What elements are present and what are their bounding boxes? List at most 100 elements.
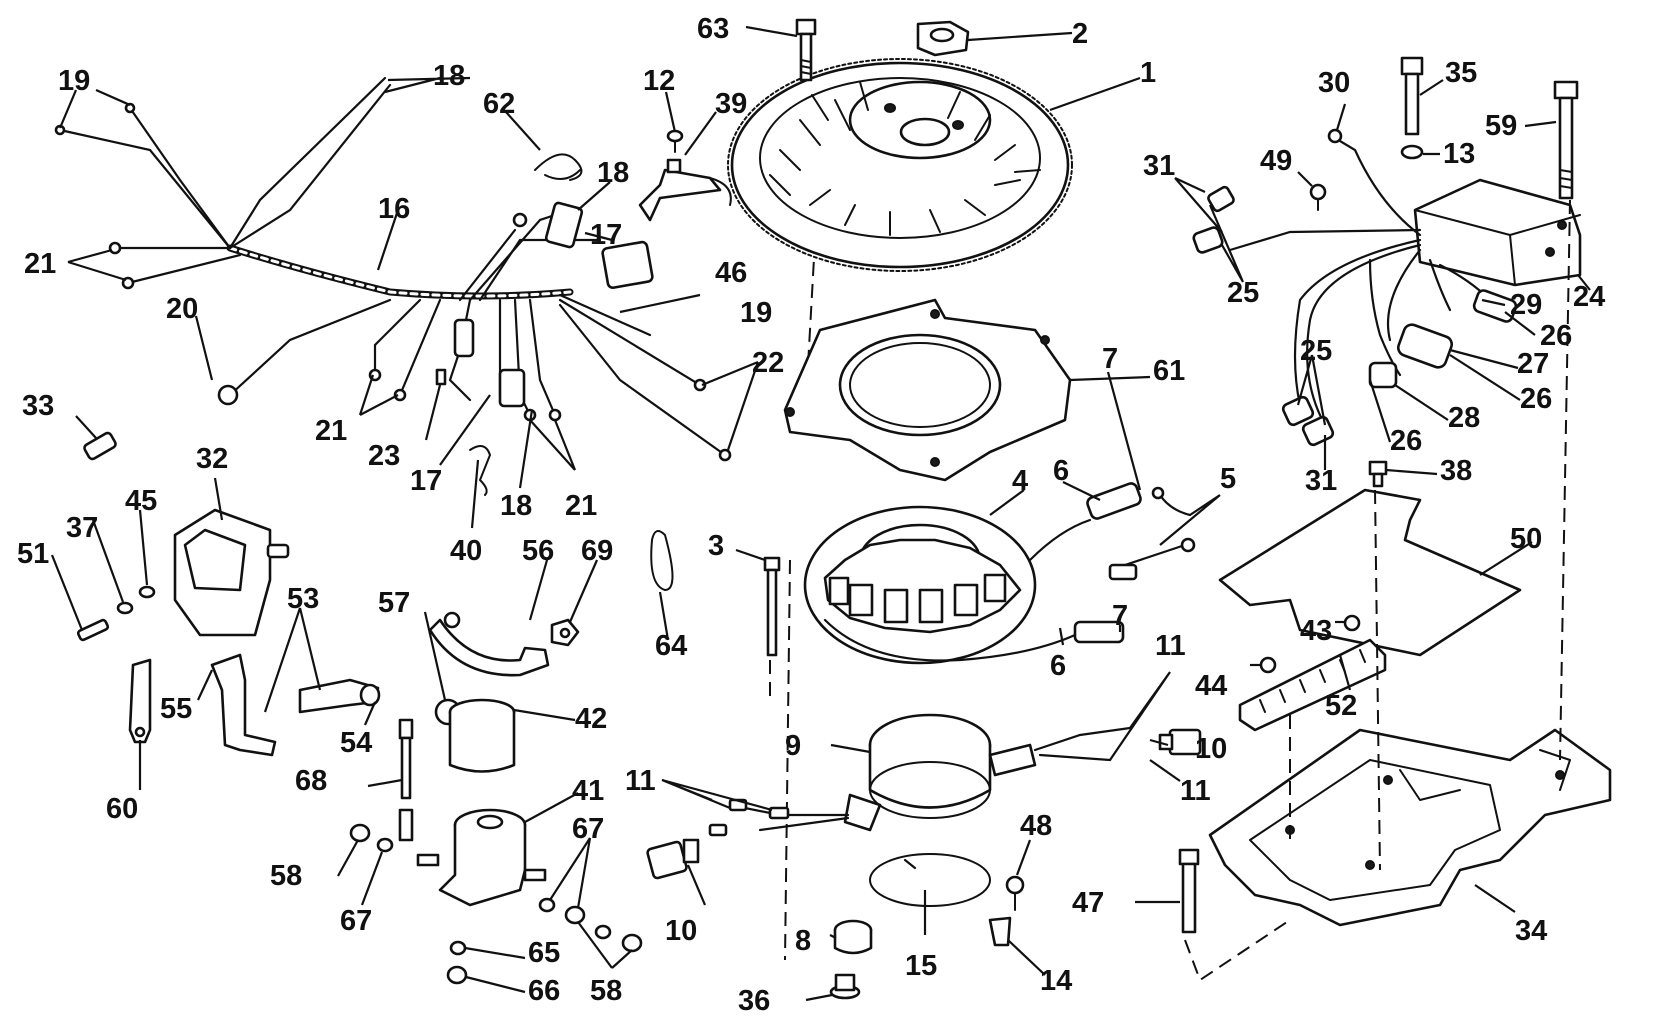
callout-29: 29 xyxy=(1510,289,1542,321)
screw-48 xyxy=(1005,875,1025,911)
callout-37: 37 xyxy=(66,512,98,544)
power-pack-wiring xyxy=(1192,128,1518,447)
callout-16: 16 xyxy=(378,193,410,225)
callout-25-mid: 25 xyxy=(1300,335,1332,367)
starter-solenoid-41 xyxy=(398,808,547,907)
callout-8: 8 xyxy=(795,925,811,957)
washer-13 xyxy=(1400,144,1424,160)
clamp-46 xyxy=(638,158,732,222)
washer-67-left xyxy=(376,837,394,853)
clip-36 xyxy=(829,973,861,1000)
callout-3: 3 xyxy=(708,530,724,562)
callout-58-left: 58 xyxy=(270,860,302,892)
callout-28: 28 xyxy=(1448,402,1480,434)
callout-47: 47 xyxy=(1072,887,1104,919)
callout-13: 13 xyxy=(1443,138,1475,170)
callout-26-c: 26 xyxy=(1390,425,1422,457)
callout-26-b: 26 xyxy=(1520,383,1552,415)
callout-7-top: 7 xyxy=(1102,343,1118,375)
bolt-59 xyxy=(1553,80,1579,200)
center-axis xyxy=(784,239,816,961)
callout-36: 36 xyxy=(738,985,770,1017)
callout-55: 55 xyxy=(160,693,192,725)
callout-61: 61 xyxy=(1153,355,1185,387)
cover-plate-50 xyxy=(1218,488,1522,657)
callout-48: 48 xyxy=(1020,810,1052,842)
callout-68: 68 xyxy=(295,765,327,797)
axis-right-1 xyxy=(1559,199,1571,761)
callout-42: 42 xyxy=(575,703,607,735)
callout-17-top: 17 xyxy=(590,219,622,251)
connector-10-right xyxy=(1158,728,1202,756)
spark-plug-boot-55 xyxy=(210,653,277,757)
callout-67-left: 67 xyxy=(340,905,372,937)
callout-20: 20 xyxy=(166,293,198,325)
callout-6-bottom: 6 xyxy=(1050,650,1066,682)
callout-27: 27 xyxy=(1517,348,1549,380)
callout-67-right: 67 xyxy=(572,813,604,845)
callout-56: 56 xyxy=(522,535,554,567)
callout-23: 23 xyxy=(368,440,400,472)
callout-21-left: 21 xyxy=(24,248,56,280)
callout-19-right: 19 xyxy=(740,297,772,329)
ignition-coil-32 xyxy=(173,508,290,637)
bracket-56 xyxy=(428,611,550,677)
connector-10-left xyxy=(646,838,700,880)
callout-39: 39 xyxy=(715,88,747,120)
terminal-block-52 xyxy=(1238,638,1387,732)
callout-18-bottom: 18 xyxy=(500,490,532,522)
bolt-47 xyxy=(1178,848,1200,934)
wiring-harness xyxy=(54,76,732,462)
mounting-bracket-34 xyxy=(1208,728,1612,927)
ground-lead-5 xyxy=(1108,486,1196,581)
callout-14: 14 xyxy=(1040,965,1072,997)
axis-right-3 xyxy=(1184,919,1291,982)
nut-69 xyxy=(550,618,580,647)
callout-63: 63 xyxy=(697,13,729,45)
nut-58-right-a xyxy=(564,905,586,925)
washer-58-right-b xyxy=(594,924,612,940)
callout-59: 59 xyxy=(1485,110,1517,142)
stator xyxy=(803,505,1125,665)
callout-58-right: 58 xyxy=(590,975,622,1007)
nut-58-left xyxy=(349,823,371,843)
callout-54: 54 xyxy=(340,727,372,759)
power-pack-24 xyxy=(1413,178,1582,287)
callout-35: 35 xyxy=(1445,57,1477,89)
callout-12: 12 xyxy=(643,65,675,97)
callout-69: 69 xyxy=(581,535,613,567)
callout-6-top: 6 xyxy=(1053,455,1069,487)
leader-lines xyxy=(50,25,1591,1002)
callout-1: 1 xyxy=(1140,57,1156,89)
callout-45: 45 xyxy=(125,485,157,517)
flywheel-nut xyxy=(916,20,970,57)
callout-31-bottom: 31 xyxy=(1305,465,1337,497)
callout-33: 33 xyxy=(22,390,54,422)
screw-12 xyxy=(666,129,684,153)
screw-49 xyxy=(1309,183,1327,211)
washer-45 xyxy=(138,585,156,599)
callout-11-left: 11 xyxy=(625,765,656,797)
callout-41: 41 xyxy=(572,775,604,807)
callout-50: 50 xyxy=(1510,523,1542,555)
washer-67-right xyxy=(538,897,556,913)
stator-mounting-plate xyxy=(783,298,1072,482)
flywheel xyxy=(727,58,1073,272)
callout-44: 44 xyxy=(1195,670,1227,702)
retaining-ring-15 xyxy=(869,853,991,907)
callout-60: 60 xyxy=(106,793,138,825)
screw-38 xyxy=(1368,460,1388,488)
callout-30: 30 xyxy=(1318,67,1350,99)
nut-58-right-c xyxy=(621,933,643,953)
callout-26-a: 26 xyxy=(1540,320,1572,352)
bolt-63 xyxy=(795,18,817,82)
nut-66 xyxy=(446,965,468,985)
clip-62 xyxy=(534,153,583,181)
callout-32: 32 xyxy=(196,443,228,475)
callout-18-top: 18 xyxy=(433,60,465,92)
callout-38: 38 xyxy=(1440,455,1472,487)
axis-right-2 xyxy=(1374,489,1381,871)
bushing-8 xyxy=(833,919,873,955)
screw-43 xyxy=(1343,614,1361,632)
